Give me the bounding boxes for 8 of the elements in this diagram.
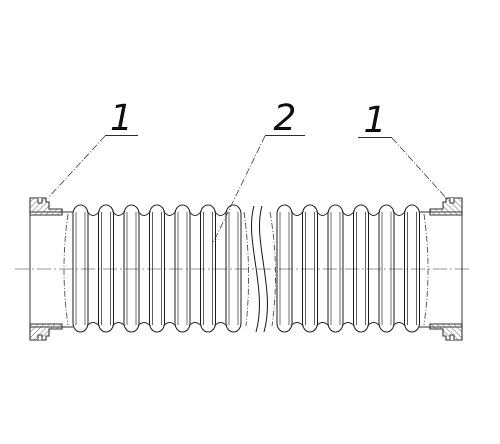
callout-number: 2 bbox=[265, 104, 305, 136]
corrugated-hose-drawing bbox=[72, 204, 420, 333]
callout-number: 1 bbox=[358, 106, 392, 138]
flange-drawing bbox=[418, 197, 463, 341]
leader-line bbox=[212, 136, 266, 244]
flange-drawing bbox=[29, 197, 74, 341]
leader-line bbox=[48, 136, 106, 198]
callout-number: 1 bbox=[105, 104, 138, 136]
